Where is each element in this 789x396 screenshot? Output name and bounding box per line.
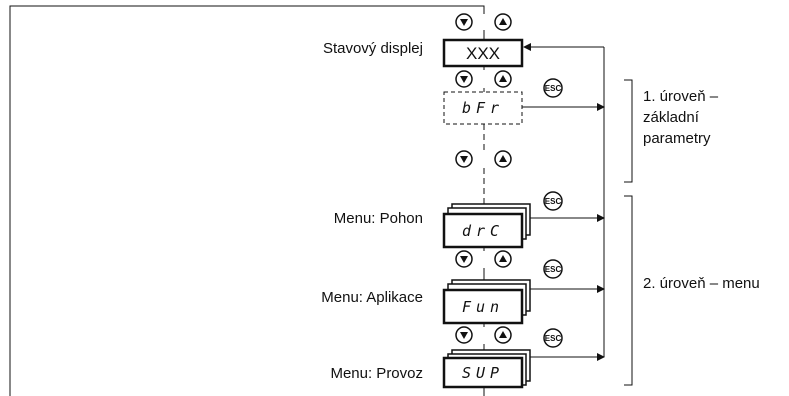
down-arrow-button-icon[interactable]: [455, 13, 473, 31]
up-arrow-button-icon[interactable]: [494, 70, 512, 88]
arrow-pair-drive: [455, 250, 512, 268]
svg-text:ESC: ESC: [545, 84, 562, 93]
svg-text:ESC: ESC: [545, 197, 562, 206]
menu-drive-display: drC: [442, 203, 531, 249]
up-arrow-button-icon[interactable]: [494, 326, 512, 344]
up-arrow-button-icon[interactable]: [494, 13, 512, 31]
svg-text:ESC: ESC: [545, 265, 562, 274]
svg-text:ESC: ESC: [545, 334, 562, 343]
arrow-pair-top: [455, 13, 512, 31]
basic-params-code: bFr: [462, 99, 504, 117]
esc-button-icon[interactable]: ESC: [543, 259, 563, 279]
menu-operation-label: Menu: Provoz: [330, 365, 423, 382]
level1-label-line3: parametry: [643, 130, 711, 147]
down-arrow-button-icon[interactable]: [455, 150, 473, 168]
esc-button-icon[interactable]: ESC: [543, 328, 563, 348]
down-arrow-button-icon[interactable]: [455, 326, 473, 344]
down-arrow-button-icon[interactable]: [455, 250, 473, 268]
frame-line: [9, 5, 485, 396]
level2-label: 2. úroveň – menu: [643, 275, 760, 292]
level1-bracket: [624, 79, 633, 183]
arrow-pair-status: [455, 70, 512, 88]
esc-button-icon[interactable]: ESC: [543, 191, 563, 211]
menu-application-display: Fun: [442, 279, 531, 325]
menu-application-label: Menu: Aplikace: [321, 289, 423, 306]
status-display-text: XXX: [466, 44, 500, 63]
menu-application-code: Fun: [462, 298, 504, 316]
up-arrow-button-icon[interactable]: [494, 250, 512, 268]
arrow-pair-application: [455, 326, 512, 344]
esc-button-icon[interactable]: ESC: [543, 78, 563, 98]
arrow-pair-middle: [455, 150, 512, 168]
level2-bracket: [624, 195, 633, 386]
menu-operation-display: SUP: [442, 349, 531, 389]
level1-label-line2: základní: [643, 109, 699, 126]
level1-label-line1: 1. úroveň –: [643, 88, 719, 105]
status-display: XXX: [442, 38, 524, 68]
basic-params-display: bFr: [443, 91, 523, 125]
down-arrow-button-icon[interactable]: [455, 70, 473, 88]
menu-drive-label: Menu: Pohon: [333, 210, 423, 227]
menu-operation-code: SUP: [462, 364, 504, 382]
up-arrow-button-icon[interactable]: [494, 150, 512, 168]
menu-drive-code: drC: [462, 222, 504, 240]
status-display-label: Stavový displej: [322, 40, 423, 57]
